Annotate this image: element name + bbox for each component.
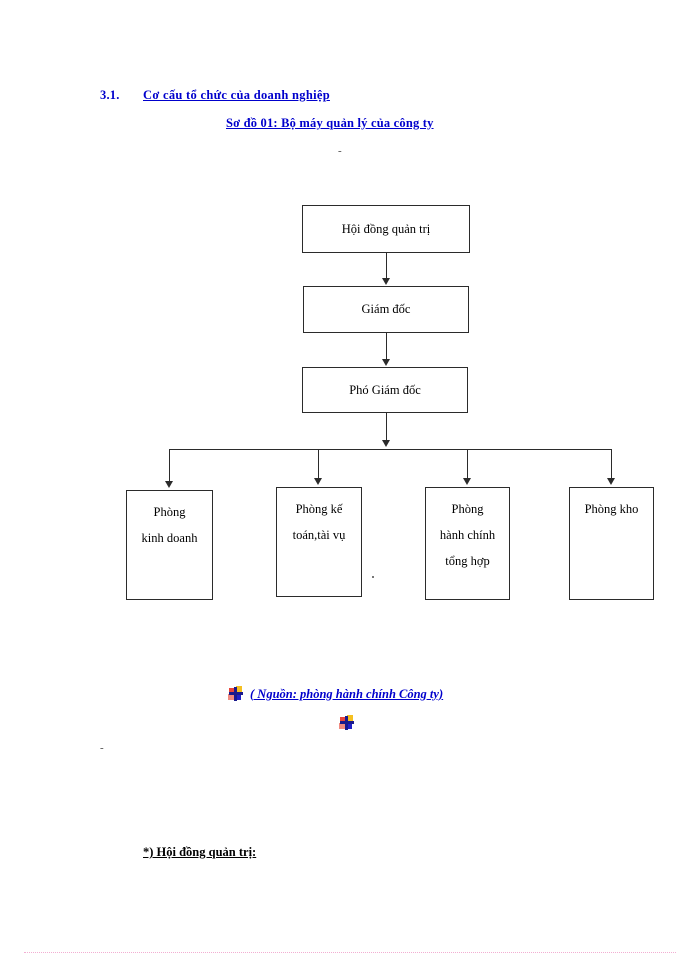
connector-arrowhead-gd-pgd [382,359,390,366]
connector-line-pgd-bus [386,413,387,441]
org-node-board-of-directors: Hội đồng quản trị [302,205,470,253]
org-node-label-line-1: Phòng [451,502,484,516]
source-note-row: ( Nguồn: phòng hành chính Công ty) [228,686,443,702]
org-node-label: Giám đốc [361,302,411,316]
org-node-label-line-3: tổng hợp [445,554,490,568]
org-node-director: Giám đốc [303,286,469,333]
org-node-deputy-director: Phó Giám đốc [302,367,468,413]
connector-line-hdqt-gd [386,253,387,279]
org-node-administration-department: Phòng hành chính tổng hợp [425,487,510,600]
connector-line-bus-hanh-chinh [467,449,468,479]
pinwheel-bullet-icon-standalone [339,715,355,731]
connector-line-bus-kinh-doanh [169,449,170,482]
section-number: 3.1. [100,88,120,102]
source-note-text: ( Nguồn: phòng hành chính Công ty) [250,686,444,701]
org-node-label: Hội đồng quản trị [341,221,431,236]
stray-dash-top: - [338,145,342,157]
connector-arrowhead-hdqt-gd [382,278,390,285]
org-node-label-line-1: Phòng kho [584,502,639,516]
connector-line-gd-pgd [386,333,387,360]
connector-line-bus-kho [611,449,612,479]
stray-dash-lower: - [100,742,104,754]
org-node-label-line-2: hành chính [439,528,496,542]
connector-line-bus-ke-toan [318,449,319,479]
org-node-label-line-1: Phòng kế [295,502,343,516]
connector-arrowhead-hanh-chinh [463,478,471,485]
page-break-rule [24,952,676,953]
org-node-warehouse-department: Phòng kho [569,487,654,600]
connector-arrowhead-kinh-doanh [165,481,173,488]
sub-heading-board-of-directors: *) Hội đồng quản trị: [143,845,257,859]
figure-title: Sơ đồ 01: Bộ máy quản lý của công ty [226,116,434,130]
stray-dot-mark [372,576,374,578]
org-node-sales-department: Phòng kinh doanh [126,490,213,600]
org-node-label-line-2: toán,tài vụ [292,528,346,542]
org-node-accounting-department: Phòng kế toán,tài vụ [276,487,362,597]
connector-arrowhead-pgd-bus [382,440,390,447]
connector-arrowhead-kho [607,478,615,485]
org-node-label: Phó Giám đốc [349,382,421,397]
pinwheel-bullet-icon [228,686,244,702]
connector-horizontal-bus [169,449,611,450]
org-node-label-line-1: Phòng [153,505,186,519]
org-node-label-line-2: kinh doanh [141,531,198,545]
connector-arrowhead-ke-toan [314,478,322,485]
section-title: Cơ cấu tổ chức của doanh nghiệp [143,88,330,102]
